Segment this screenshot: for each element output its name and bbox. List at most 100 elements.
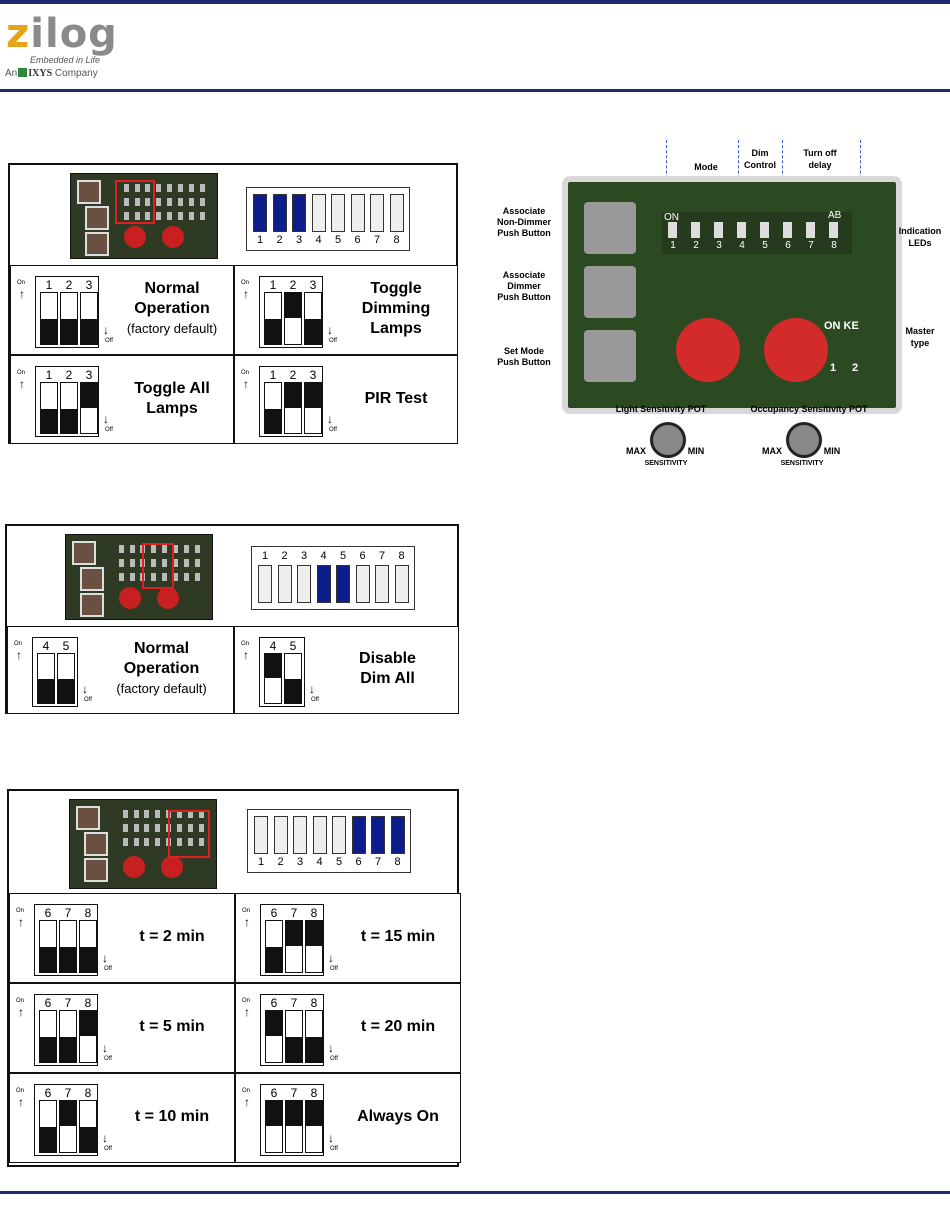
dip-switch: [285, 1010, 303, 1063]
sensitivity-dial-icon: [786, 422, 822, 458]
up-arrow-icon: ↑: [16, 648, 22, 662]
strip-switch: [351, 816, 366, 854]
dip-switch: [284, 382, 302, 434]
dim-control-label: Dim: [751, 148, 769, 158]
strip-number: 7: [373, 234, 381, 246]
dip-switch-icon: [145, 212, 151, 220]
sensitivity-label: SENSITIVITY: [644, 460, 688, 467]
dip-switch-icon: [178, 184, 184, 192]
dip-switch: [60, 292, 78, 345]
dip-number: 8: [310, 1086, 318, 1100]
down-arrow-icon: ↓: [309, 682, 315, 696]
up-arrow-icon: ↑: [244, 1095, 250, 1109]
dip-switch-icon: [189, 184, 195, 192]
on-label: On: [16, 1088, 25, 1094]
dip-lever: [306, 1037, 322, 1062]
strip-number: 1: [261, 550, 269, 562]
pot-icon: [160, 856, 183, 878]
dip-lever: [61, 319, 77, 344]
off-label: Off: [330, 966, 338, 972]
assoc-dimmer-label: Dimmer: [507, 281, 541, 291]
dip-switch: [59, 1010, 77, 1063]
dip-number: 7: [290, 1086, 298, 1100]
dip-number: 7: [64, 1086, 72, 1100]
down-arrow-icon: ↓: [102, 1041, 108, 1055]
strip-switch: [370, 194, 384, 232]
option-label: t = 5 min: [116, 1017, 228, 1037]
option-label-line: Toggle All: [134, 379, 210, 397]
dip-number: 6: [44, 996, 52, 1010]
dip-lever: [286, 921, 302, 946]
strip-number: 2: [281, 550, 288, 562]
indication-leds-label: Indication: [898, 226, 942, 236]
dip-switch-icon: [129, 545, 135, 553]
down-arrow-icon: ↓: [103, 323, 109, 337]
pushbutton-icon: [77, 180, 101, 204]
pot-icon: [123, 226, 146, 248]
dip-lever: [81, 383, 97, 408]
pushbutton-icon: [80, 567, 104, 591]
dip-switch: [39, 920, 57, 973]
dip-number: 5: [62, 639, 70, 653]
board-dip-switch: [806, 222, 815, 238]
dip-switch-icon: [173, 559, 179, 567]
option-label-line: Normal: [144, 280, 200, 297]
dip-switch-icon: [123, 212, 129, 220]
pot-icon: [161, 226, 184, 248]
pushbutton-icon: [84, 858, 108, 882]
tagline: Embedded in Life: [30, 55, 101, 65]
dip-lever: [265, 408, 281, 433]
option-label-line: Disable: [359, 650, 416, 667]
dip-number: 7: [64, 906, 72, 920]
dip-switch: [59, 1100, 77, 1153]
highlight-box: [168, 810, 210, 858]
strip-switch: [355, 565, 370, 603]
pot-icon: [156, 587, 179, 609]
strip-switch: [390, 816, 405, 854]
strip-switch: [277, 565, 292, 603]
dip-switch-icon: [200, 198, 206, 206]
board-onke-label: ON KE: [824, 320, 859, 332]
pushbutton-icon: [584, 330, 636, 382]
board-thumbnail: [65, 534, 213, 620]
sensitivity-label: SENSITIVITY: [780, 460, 824, 467]
off-label: Off: [329, 427, 337, 433]
dip-switch-icon: [173, 573, 179, 581]
dip-lever: [58, 679, 74, 703]
dip-switch: [285, 920, 303, 973]
dip-switch-icon: [200, 212, 206, 220]
off-label: Off: [104, 966, 112, 972]
board-ab-label: AB: [828, 210, 842, 221]
dip-switch: [265, 1100, 283, 1153]
dip-switch-icon: [167, 184, 173, 192]
dip-lever: [61, 408, 77, 433]
dip-switch-icon: [118, 559, 124, 567]
dip-number: 2: [65, 278, 73, 292]
dip-switch-icon: [151, 559, 157, 567]
dip-number: 1: [45, 368, 53, 382]
dip-lever: [81, 319, 97, 344]
dip-switch-icon: [145, 184, 151, 192]
on-label: On: [242, 998, 251, 1004]
off-label: Off: [330, 1146, 338, 1152]
light-pot-label: Light Sensitivity POT: [615, 404, 707, 414]
dip-lever: [286, 1037, 302, 1062]
dip-number: 7: [290, 906, 298, 920]
dip-number: 2: [289, 278, 297, 292]
dip-switch-icon: [145, 198, 151, 206]
dip-number: 3: [309, 368, 317, 382]
off-label: Off: [105, 427, 113, 433]
dip-switch-icon: [167, 198, 173, 206]
assoc-dimmer-label: Push Button: [497, 292, 551, 302]
highlight-box: [115, 180, 155, 224]
